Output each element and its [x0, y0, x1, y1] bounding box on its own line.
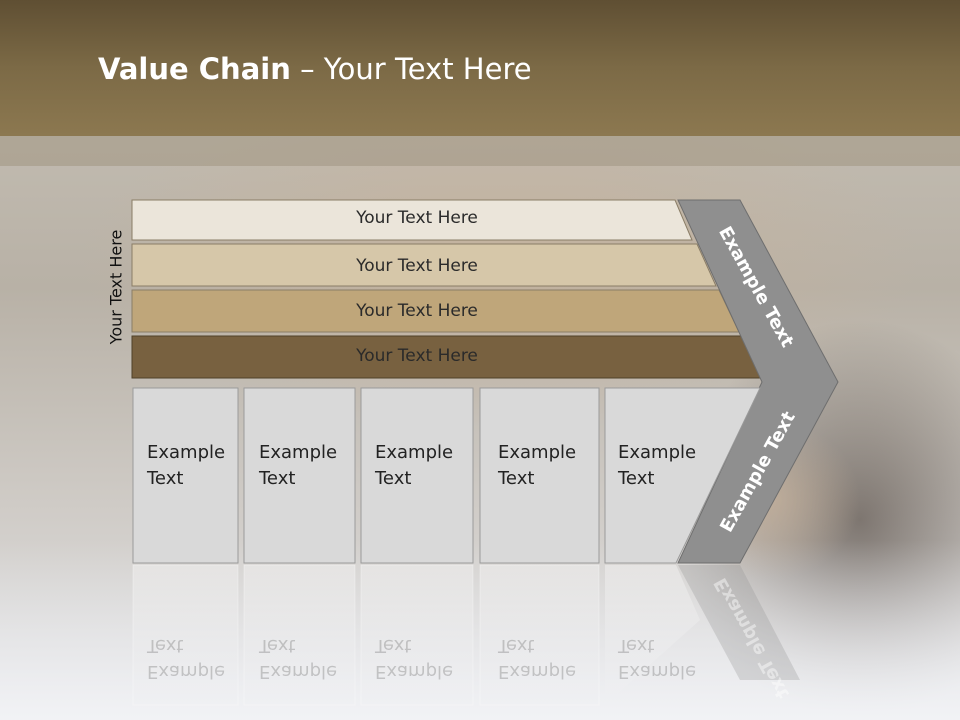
- box-reflection-3-line2: Text: [375, 635, 412, 656]
- box-reflection-4-line2: Text: [498, 635, 535, 656]
- page-title: Value Chain – Your Text Here: [98, 52, 532, 86]
- box-reflection-2-line1: Example: [259, 661, 338, 682]
- reflection-group: [132, 564, 800, 706]
- box-text-1-line1: Example: [147, 442, 226, 463]
- title-bold: Value Chain: [98, 52, 291, 86]
- box-reflection-5: Example Text: [618, 632, 696, 684]
- box-reflection-3-line1: Example: [375, 661, 454, 682]
- box-shape-2: [243, 387, 356, 564]
- header-strip: [0, 136, 960, 166]
- box-text-5-line2: Text: [618, 468, 655, 489]
- box-text-1-line2: Text: [147, 468, 184, 489]
- box-shape-4: [479, 387, 600, 564]
- box-text-3-line2: Text: [375, 468, 412, 489]
- box-reflection-2: Example Text: [259, 632, 337, 684]
- box-shape-5: [604, 387, 761, 564]
- box-reflection-1-line1: Example: [147, 661, 226, 682]
- box-reflection-1: Example Text: [147, 632, 225, 684]
- box-reflection-5-line2: Text: [618, 635, 655, 656]
- box-shape-3: [360, 387, 474, 564]
- box-reflection-2-line2: Text: [259, 635, 296, 656]
- header-band: [0, 0, 960, 136]
- box-reflection-1-line2: Text: [147, 635, 184, 656]
- box-text-2-line1: Example: [259, 442, 338, 463]
- box-reflection-3: Example Text: [375, 632, 453, 684]
- bar-shape-1: [131, 199, 693, 241]
- box-reflection-4: Example Text: [498, 632, 576, 684]
- box-text-3-line1: Example: [375, 442, 454, 463]
- box-text-2-line2: Text: [259, 468, 296, 489]
- box-shape-1: [132, 387, 239, 564]
- box-reflection-4-line1: Example: [498, 661, 577, 682]
- bar-label-4: Your Text Here: [356, 346, 478, 366]
- chevron-shape: [677, 199, 839, 564]
- bar-label-3: Your Text Here: [356, 301, 478, 321]
- box-text-4-line2: Text: [498, 468, 535, 489]
- bar-label-2: Your Text Here: [356, 256, 478, 276]
- title-rest: – Your Text Here: [290, 52, 532, 86]
- box-reflection-5-line1: Example: [618, 661, 697, 682]
- box-text-5-line1: Example: [618, 442, 697, 463]
- box-text-4-line1: Example: [498, 442, 577, 463]
- bar-shape-2: [131, 243, 717, 287]
- bar-label-1: Your Text Here: [356, 208, 478, 228]
